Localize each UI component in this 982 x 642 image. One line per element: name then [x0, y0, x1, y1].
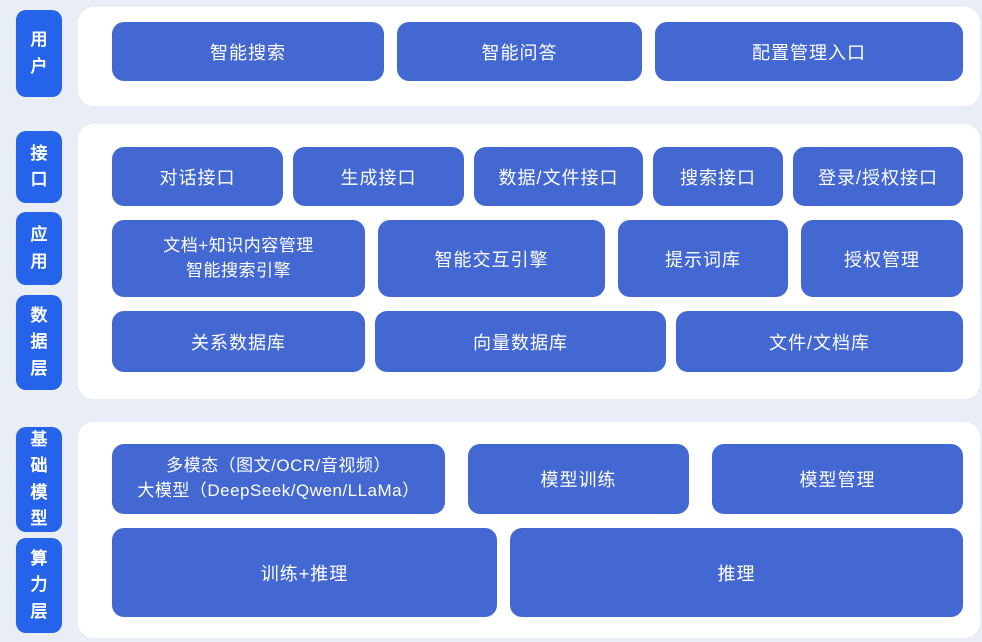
- layer-badge-interface-label: 接口: [30, 143, 48, 189]
- layer-badge-application: 应用: [16, 212, 62, 285]
- base-model-layer-row: 多模态（图文/OCR/音视频） 大模型（DeepSeek/Qwen/LLaMa）…: [112, 444, 964, 514]
- block-model-training: 模型训练: [468, 444, 689, 514]
- layer-badge-user: 用户: [16, 10, 62, 97]
- data-layer-row: 关系数据库 向量数据库 文件/文档库: [112, 311, 964, 372]
- layer-badge-application-label: 应用: [30, 225, 48, 271]
- block-generation-api: 生成接口: [293, 147, 464, 206]
- user-layer-row: 智能搜索 智能问答 配置管理入口: [112, 22, 964, 81]
- interface-layer-row: 对话接口 生成接口 数据/文件接口 搜索接口 登录/授权接口: [112, 147, 964, 206]
- block-multimodal-large-model: 多模态（图文/OCR/音视频） 大模型（DeepSeek/Qwen/LLaMa）: [112, 444, 445, 514]
- compute-layer-row: 训练+推理 推理: [112, 528, 964, 617]
- block-file-document-store: 文件/文档库: [676, 311, 963, 372]
- user-layer-panel: 智能搜索 智能问答 配置管理入口: [78, 7, 980, 106]
- application-layer-row: 文档+知识内容管理 智能搜索引擎 智能交互引擎 提示词库 授权管理: [112, 220, 964, 297]
- layer-badge-compute-layer: 算力层: [16, 538, 62, 633]
- block-dialog-api: 对话接口: [112, 147, 283, 206]
- block-authorization-management: 授权管理: [801, 220, 963, 297]
- middle-layers-panel: 对话接口 生成接口 数据/文件接口 搜索接口 登录/授权接口 文档+知识内容管理…: [78, 124, 980, 399]
- layer-badge-user-label: 用户: [30, 30, 48, 76]
- layer-badge-base-model-label: 基础模型: [30, 429, 48, 528]
- block-relational-database: 关系数据库: [112, 311, 365, 372]
- layer-badge-compute-layer-label: 算力层: [30, 548, 48, 621]
- block-smart-qa: 智能问答: [397, 22, 642, 81]
- layer-badge-interface: 接口: [16, 131, 62, 203]
- block-model-management: 模型管理: [712, 444, 963, 514]
- bottom-layers-panel: 多模态（图文/OCR/音视频） 大模型（DeepSeek/Qwen/LLaMa）…: [78, 422, 980, 638]
- block-config-management-entry: 配置管理入口: [655, 22, 963, 81]
- block-vector-database: 向量数据库: [375, 311, 666, 372]
- block-inference: 推理: [510, 528, 963, 617]
- block-login-auth-api: 登录/授权接口: [793, 147, 963, 206]
- block-prompt-library: 提示词库: [618, 220, 788, 297]
- block-search-api: 搜索接口: [653, 147, 783, 206]
- layer-badge-data-layer: 数据层: [16, 295, 62, 390]
- block-smart-search: 智能搜索: [112, 22, 384, 81]
- block-doc-knowledge-search-engine: 文档+知识内容管理 智能搜索引擎: [112, 220, 365, 297]
- block-data-file-api: 数据/文件接口: [474, 147, 643, 206]
- block-interaction-engine: 智能交互引擎: [378, 220, 605, 297]
- block-training-plus-inference: 训练+推理: [112, 528, 497, 617]
- layer-badge-base-model: 基础模型: [16, 427, 62, 532]
- layer-badge-data-layer-label: 数据层: [30, 305, 48, 378]
